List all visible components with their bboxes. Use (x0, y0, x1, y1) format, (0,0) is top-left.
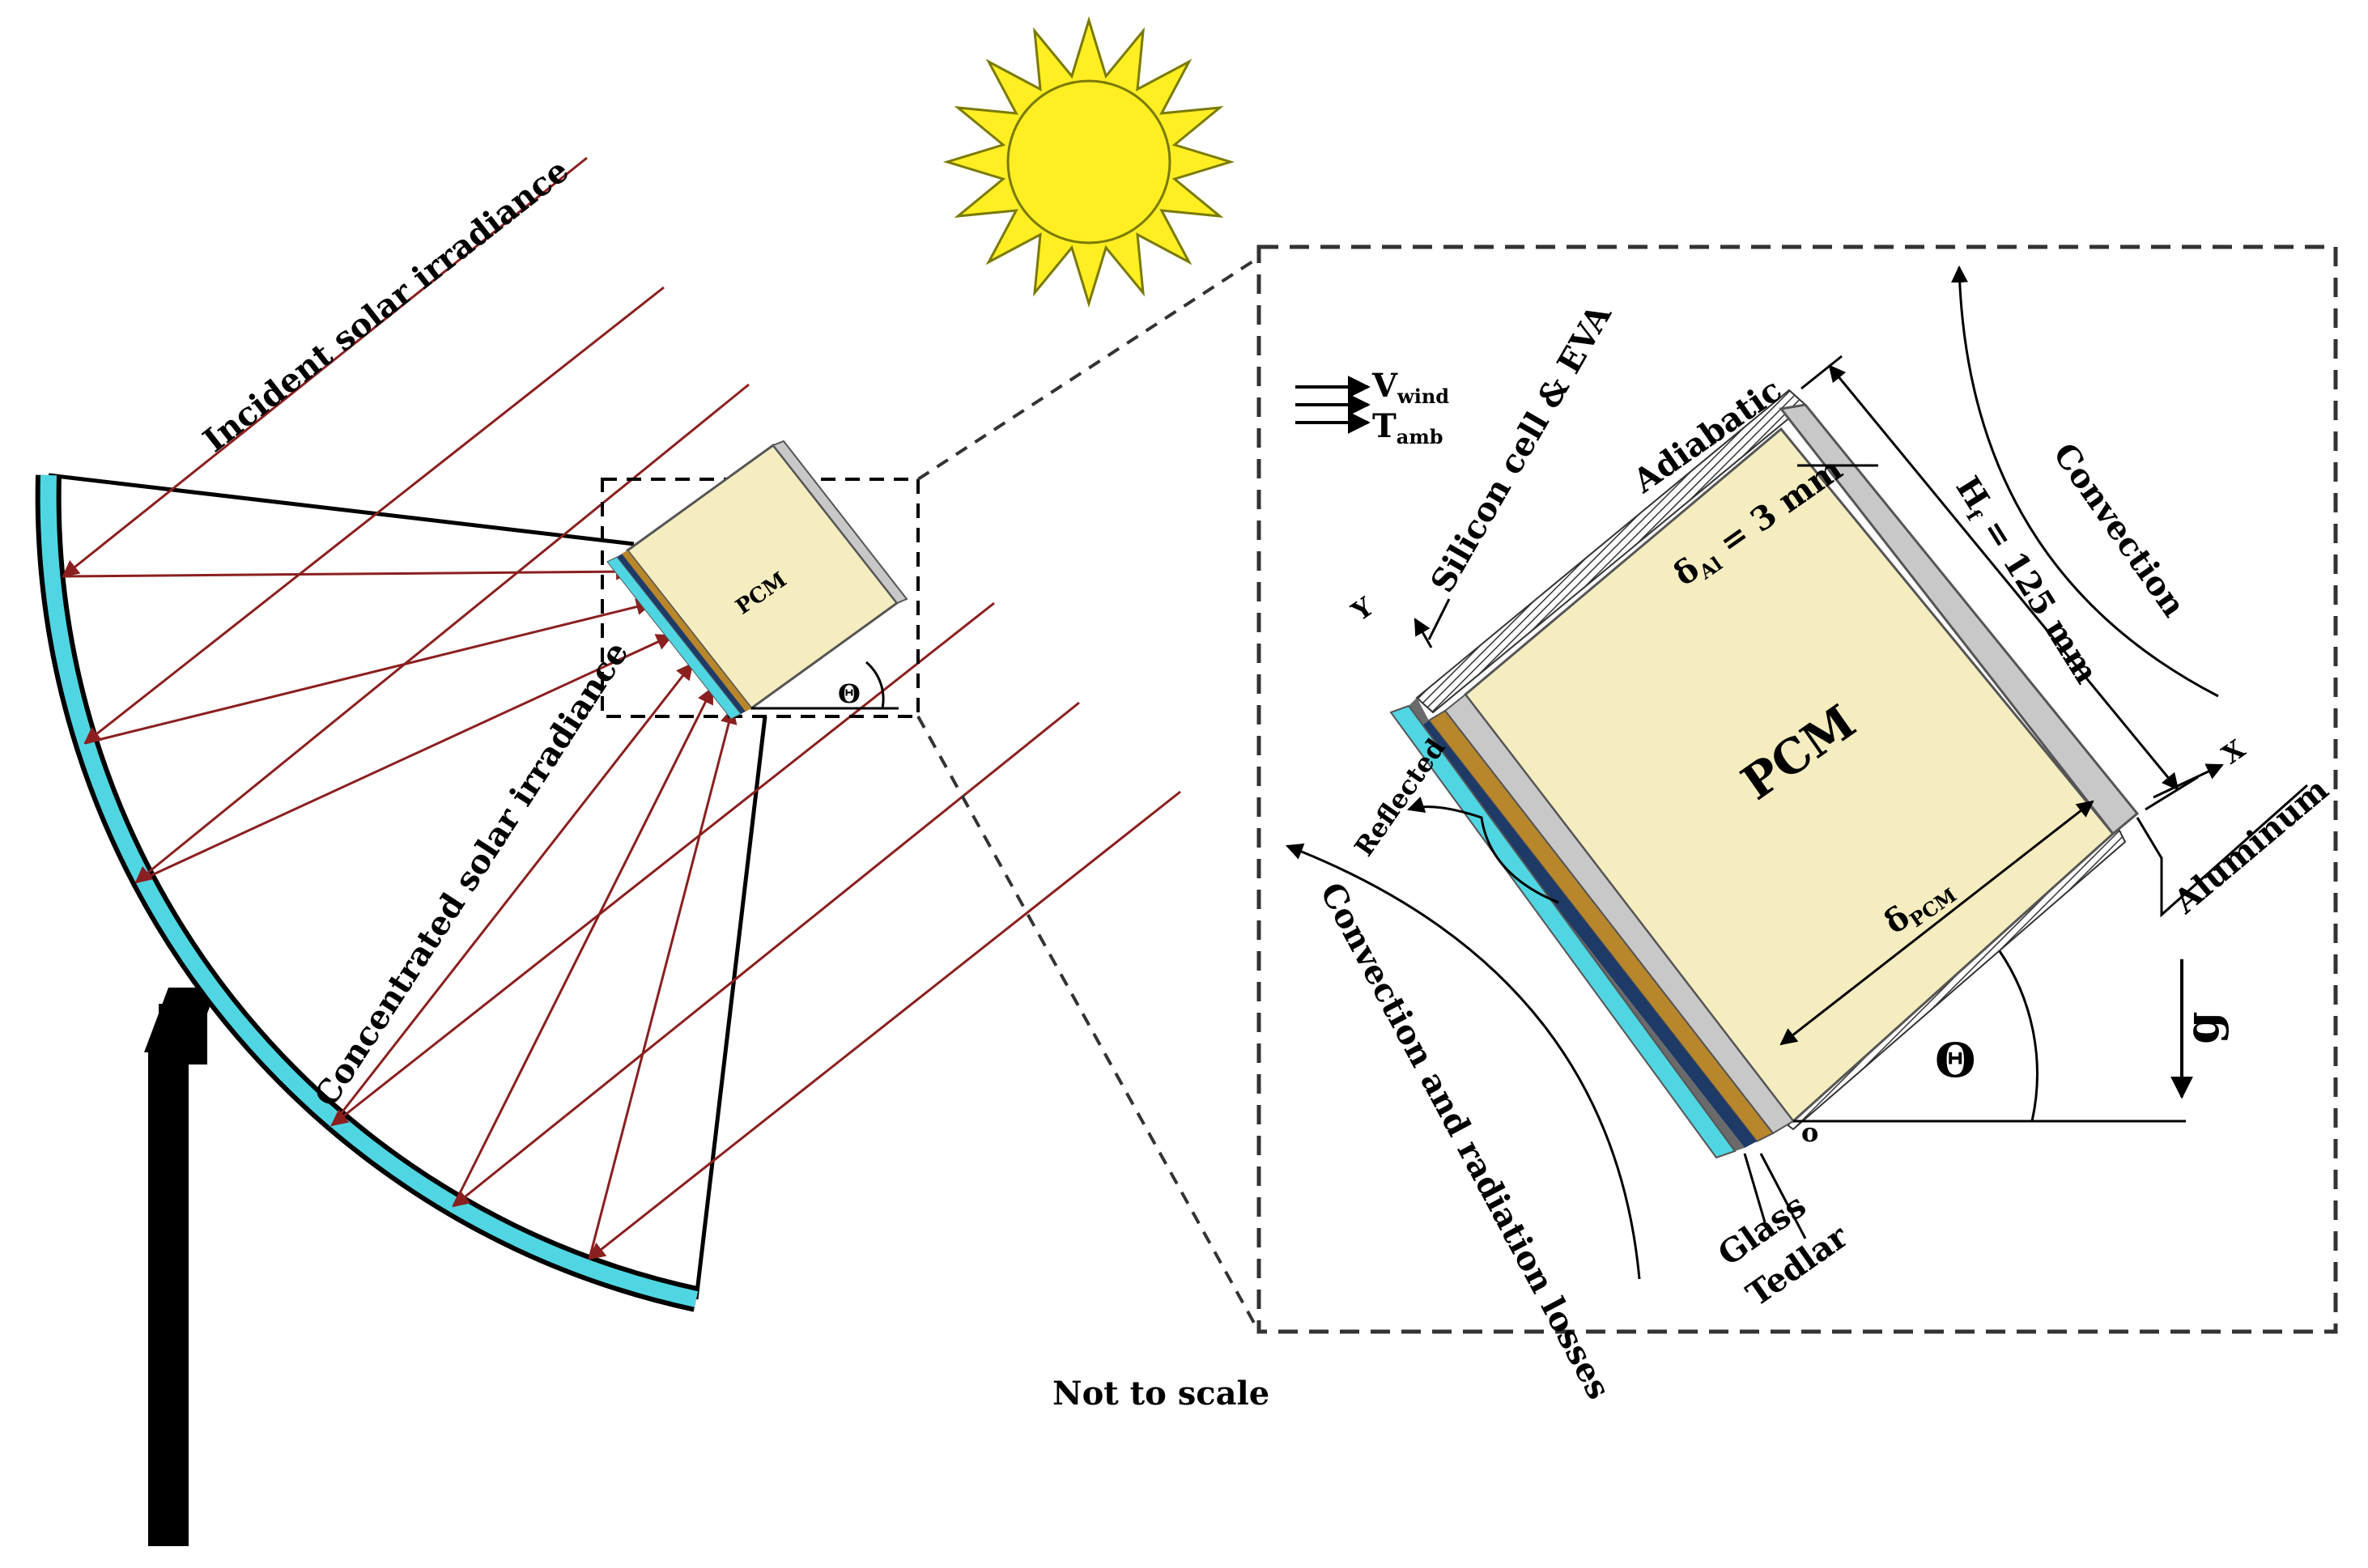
incident-rays (62, 156, 1181, 1260)
theta-arc (1998, 950, 2039, 1122)
convection-label: Convection (2046, 436, 2193, 624)
convection-curve (1951, 265, 2219, 698)
parabolic-mirror (35, 474, 699, 1312)
gravity-label: g (2175, 1011, 2230, 1044)
concentrated-irradiance-label: Concentrated solar irradiance (307, 635, 636, 1113)
dish-aperture (48, 473, 767, 1300)
aluminum-label: Aluminum (2166, 771, 2336, 922)
losses-curve (1286, 843, 1641, 1280)
zoom-connectors (916, 256, 1261, 1332)
small-receiver: PCM Θ (601, 440, 920, 720)
not-to-scale-note: Not to scale (1052, 1375, 1269, 1413)
silicon-layer (1417, 720, 1757, 1148)
ambient-temp-label: Tamb (1372, 407, 1443, 448)
sun-disc (1006, 79, 1171, 244)
origin-label: o (1801, 1117, 1818, 1148)
axis-y-label: Y (1346, 591, 1380, 627)
eva-layer (1427, 709, 1775, 1143)
coordinate-axes (1414, 618, 2224, 799)
theta-small-label: Θ (838, 678, 861, 709)
sun-icon (942, 15, 1235, 308)
reflected-arrow (1407, 797, 1559, 904)
dish-stand (144, 988, 217, 1546)
detail-panel (1256, 244, 2338, 1334)
aluminum-leader (2136, 784, 2308, 918)
concentrated-rays (62, 563, 738, 1260)
glass-layer (1389, 704, 1737, 1159)
incident-irradiance-label: Incident solar irradiance (196, 151, 576, 460)
reflected-label: Reflected (1348, 733, 1451, 862)
height-dimension (1797, 355, 2199, 811)
wind-velocity-label: Vwind (1371, 367, 1449, 408)
wind-arrows (1295, 376, 1371, 434)
theta-big-label: Θ (1935, 1033, 1976, 1088)
delta-pcm-dimension (1779, 800, 2094, 1046)
